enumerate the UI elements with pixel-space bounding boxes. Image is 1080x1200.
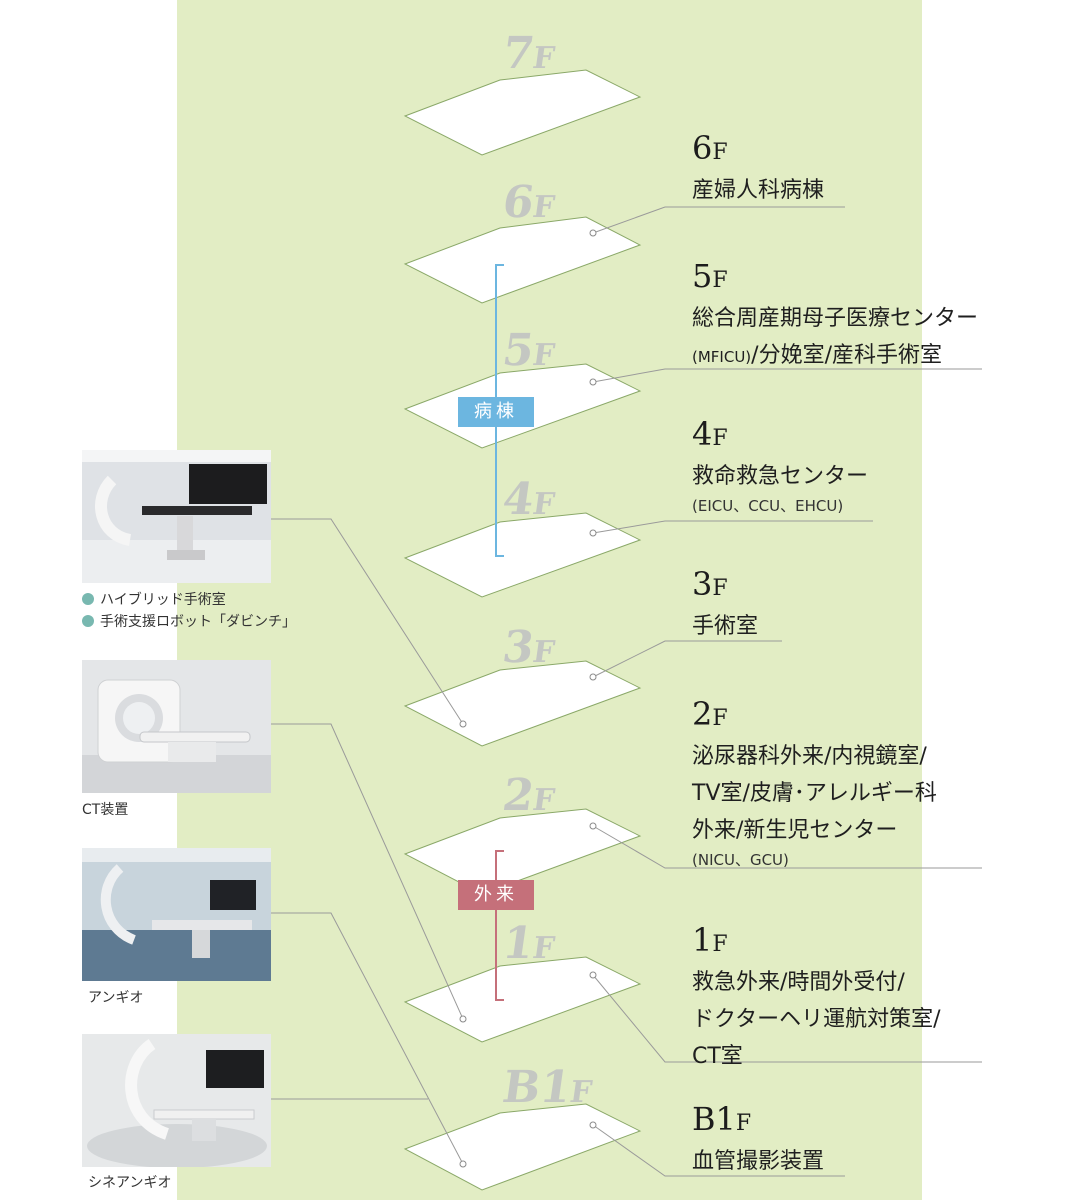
info-4f-line: 救命救急センター: [692, 464, 869, 489]
leader-1f: [592, 974, 982, 1063]
info-1f-line-3: CT室: [692, 1044, 743, 1069]
leader-5f: [592, 368, 982, 383]
outpatient-tag: 外来: [458, 880, 534, 910]
info-2f-heading: 2F: [692, 695, 728, 733]
marker-1f: [589, 971, 597, 979]
leader-2f: [592, 825, 982, 869]
marker-5f: [589, 378, 597, 386]
marker-3f: [589, 673, 597, 681]
info-5f: 5F 総合周産期母子医療センター (MFICU)/分娩室/産科手術室: [692, 260, 978, 376]
info-2f-line-2: TV室/皮膚･アレルギー科: [692, 781, 937, 806]
marker-b1f-left: [459, 1160, 467, 1168]
floor-plate-b1f: [403, 1103, 642, 1191]
ct-caption: CT装置: [82, 802, 129, 818]
cine-angio-caption: シネアンギオ: [88, 1175, 172, 1191]
info-1f-line-2: ドクターヘリ運航対策室/: [692, 1007, 941, 1032]
info-4f-sub: (EICU、CCU、EHCU): [692, 497, 844, 515]
info-6f-line: 産婦人科病棟: [692, 178, 825, 203]
info-6f: 6F 産婦人科病棟: [692, 132, 824, 209]
info-2f-line-1: 泌尿器科外来/内視鏡室/: [692, 744, 927, 769]
info-b1f: B1F 血管撮影装置: [692, 1103, 824, 1180]
info-1f-line-1: 救急外来/時間外受付/: [692, 970, 905, 995]
hybrid-caption-2: 手術支援ロボット「ダビンチ」: [82, 611, 296, 631]
bullet-icon: [82, 615, 94, 627]
floor-plate-7f: [403, 69, 642, 156]
leader-3f: [592, 640, 782, 678]
ward-tag: 病棟: [458, 397, 534, 427]
leader-4f: [592, 520, 873, 534]
hybrid-or-photo: [82, 450, 271, 583]
leader-ct: [271, 723, 464, 1020]
floor-plate-6f: [403, 216, 642, 304]
info-5f-heading: 5F: [692, 257, 728, 295]
info-b1f-heading: B1F: [692, 1100, 752, 1138]
bullet-icon: [82, 593, 94, 605]
angio-caption: アンギオ: [88, 990, 144, 1006]
marker-2f: [589, 822, 597, 830]
leader-6f: [592, 206, 845, 234]
marker-3f-left: [459, 720, 467, 728]
marker-b1f: [589, 1121, 597, 1129]
floor-plate-1f: [403, 956, 642, 1043]
info-5f-line-1: 総合周産期母子医療センター: [692, 306, 979, 331]
hybrid-caption-1: ハイブリッド手術室: [82, 589, 226, 609]
marker-4f: [589, 529, 597, 537]
info-1f-heading: 1F: [692, 921, 728, 959]
ct-scanner-photo: [82, 660, 271, 793]
floor-plate-4f: [403, 512, 642, 598]
leader-hybrid: [241, 518, 464, 725]
leader-b1f: [592, 1124, 845, 1177]
angio-photo: [82, 848, 271, 981]
marker-6f: [589, 229, 597, 237]
info-3f: 3F 手術室: [692, 568, 758, 645]
cine-angio-photo: [82, 1034, 271, 1167]
info-5f-line-2: (MFICU)/分娩室/産科手術室: [692, 343, 942, 368]
info-4f: 4F 救命救急センター (EICU、CCU、EHCU): [692, 418, 868, 517]
info-4f-heading: 4F: [692, 415, 728, 453]
info-6f-heading: 6F: [692, 129, 728, 167]
info-3f-heading: 3F: [692, 565, 728, 603]
floor-plate-3f: [403, 660, 642, 747]
info-2f-sub: (NICU、GCU): [692, 851, 789, 869]
info-2f: 2F 泌尿器科外来/内視鏡室/ TV室/皮膚･アレルギー科 外来/新生児センター…: [692, 698, 937, 871]
outpatient-bracket: [495, 850, 504, 1001]
info-2f-line-3: 外来/新生児センター: [692, 818, 898, 843]
info-3f-line: 手術室: [692, 614, 759, 639]
info-b1f-line: 血管撮影装置: [692, 1149, 825, 1174]
info-1f: 1F 救急外来/時間外受付/ ドクターヘリ運航対策室/ CT室: [692, 924, 941, 1075]
marker-1f-left: [459, 1015, 467, 1023]
